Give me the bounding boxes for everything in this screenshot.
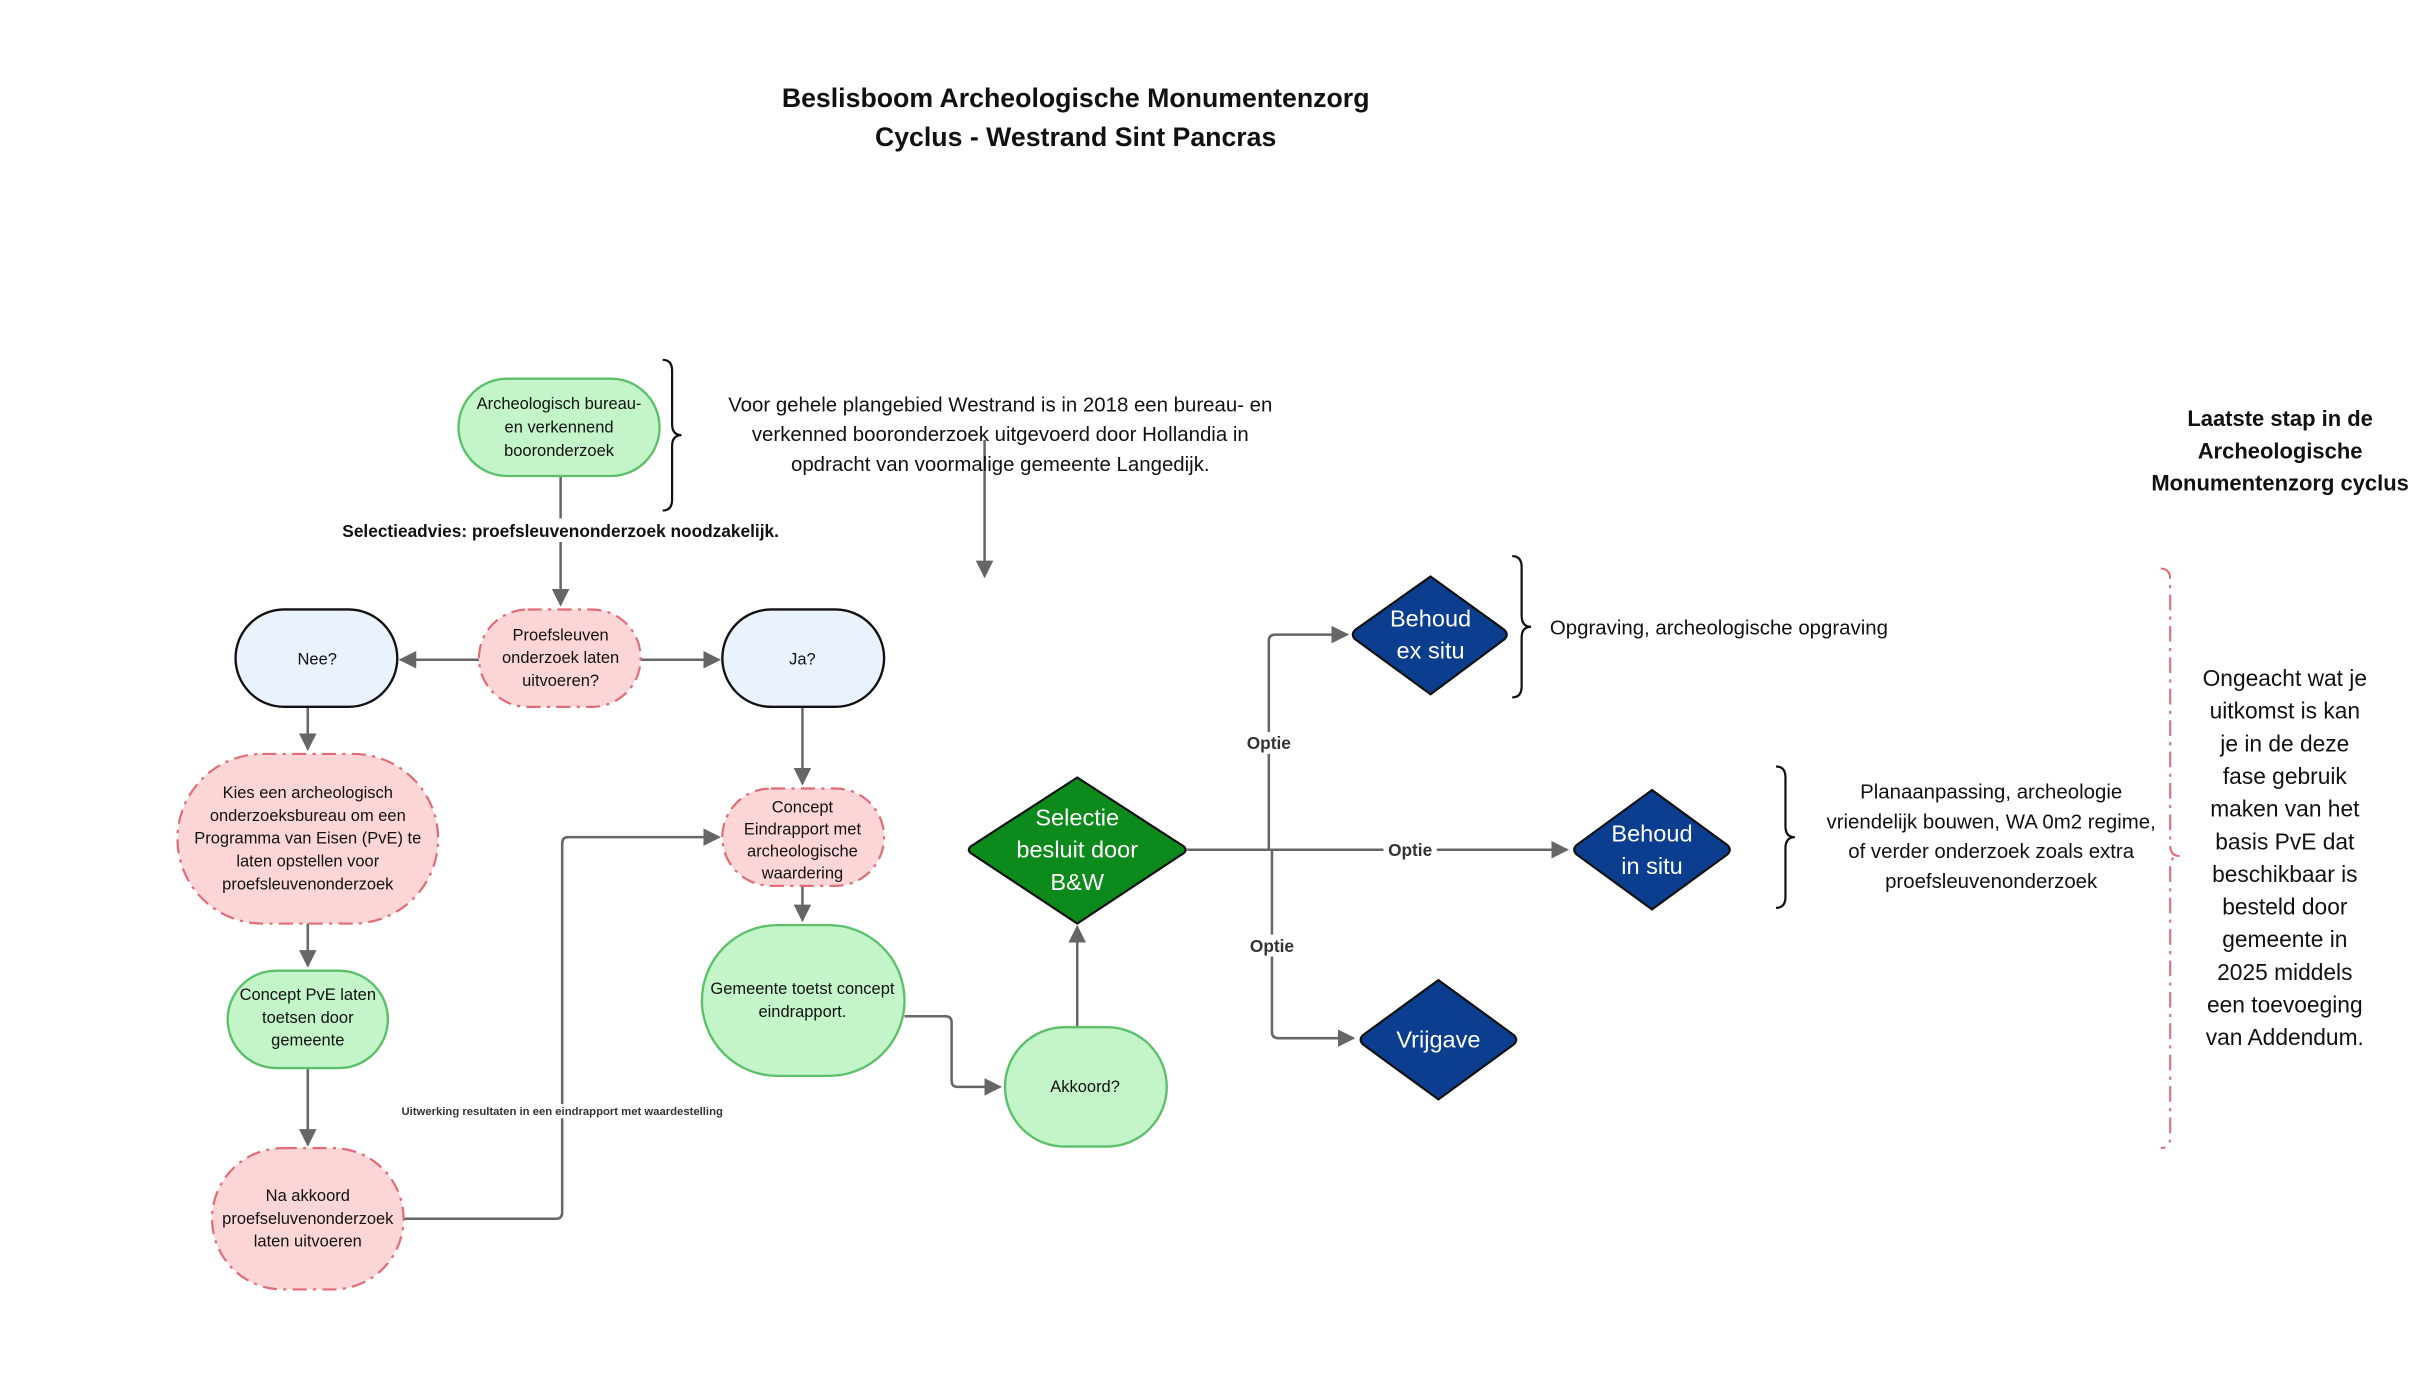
text-line: Opgraving, archeologische opgraving [1550,617,1888,639]
text-line: Proefsleuven [513,626,609,644]
connector-gemeente-to-akkoord [904,1014,1003,1096]
label-selectieadvies: Selectieadvies: proefsleuvenonderzoek no… [342,521,779,541]
text-line: proefsleuvenonderzoek [1885,871,2098,893]
text-line: je in de deze [2219,730,2349,756]
connector-selectie-to-ex-situ [1267,625,1350,850]
node-nee[interactable]: Nee? [234,608,399,709]
text-line: Concept PvE laten [240,986,376,1004]
label-optie-bottom: Optie [1250,936,1295,956]
text-line: of verder onderzoek zoals extra [1848,841,2134,863]
text-line: Monumentenzorg cyclus [2151,471,2409,496]
text-line: Behoud [1611,821,1692,847]
text-line: van Addendum. [2206,1024,2364,1050]
text-line: eindrapport. [758,1003,846,1021]
text-line: toetsen door [262,1009,354,1027]
label-optie-top-bg [1240,731,1298,754]
title-line-2: Cyclus - Westrand Sint Pancras [875,122,1276,152]
label-optie-bottom-bg [1243,934,1301,957]
text-line: Gemeente toetst concept [710,980,894,998]
outcome-behoud-in-situ[interactable]: Behoud in situ [1573,788,1731,911]
node-concept-pve[interactable]: Concept PvE laten toetsen door gemeente [226,969,390,1070]
text-line: Planaanpassing, archeologie [1860,781,2122,803]
text-line: Kies een archeologisch [223,784,393,802]
text-line: proefsleuvenonderzoek [222,875,394,893]
outcome-vrijgave[interactable]: Vrijgave [1359,978,1518,1101]
text-line: Vrijgave [1396,1027,1480,1053]
node-proefsleuven[interactable]: Proefsleuven onderzoek laten uitvoeren? [477,608,642,708]
text-line: Ongeacht wat je [2203,665,2367,691]
text-line: Concept [772,798,834,816]
title-line-1: Beslisboom Archeologische Monumentenzorg [782,83,1370,113]
text-line: laten uitvoeren [254,1233,362,1251]
node-kies-bureau[interactable]: Kies een archeologisch onderzoeksbureau o… [176,752,440,925]
text-line: Na akkoord [266,1187,350,1205]
text-line: Akkoord? [1050,1078,1120,1096]
text-line: Programma van Eisen (PvE) te [194,830,421,848]
text-line: B&W [1050,869,1104,895]
text-line: Eindrapport met [744,820,862,838]
node-na-akkoord[interactable]: Na akkoord proefseluvenonderzoek laten uit… [210,1147,405,1291]
text-line: Ja? [789,651,816,669]
connector-na-akkoord-to-eindrapport [403,828,721,1221]
text-line: proefseluvenonderzoek [222,1210,394,1228]
text-line: Laatste stap in de [2187,406,2373,431]
text-line: archeologische [747,842,858,860]
text-line: ex situ [1397,638,1465,664]
text-line: een toevoeging [2207,992,2363,1018]
note-ex-situ: Opgraving, archeologische opgraving [1550,617,1888,639]
text-line: fase gebruik [2223,763,2348,789]
text-line: waardering [761,864,843,882]
text-line: 2025 middels [2217,959,2352,985]
text-line: booronderzoek [504,442,615,460]
text-line: uitkomst is kan [2210,698,2360,724]
text-line: beschikbaar is [2212,861,2357,887]
text-line: Archeologisch bureau- [477,395,642,413]
brace-in-situ [1775,765,1795,909]
connectors [298,439,1569,1221]
text-line: opdracht van voormalige gemeente Langedi… [791,454,1210,476]
text-line: besteld door [2222,894,2348,920]
text-line: Archeologische [2198,438,2363,463]
note-in-situ: Planaanpassing, archeologie vriendelijk b… [1827,781,2156,893]
text-line: gemeente [271,1032,344,1050]
label-optie-top: Optie [1247,733,1292,753]
connector-selectie-to-vrijgave [1270,849,1356,1047]
label-selectieadvies-bg [321,518,801,542]
text-line: onderzoeksbureau om een [210,807,406,825]
text-line: Nee? [298,651,337,669]
label-uitwerking: Uitwerking resultaten in een eindrapport… [401,1106,723,1118]
text-line: uitvoeren? [522,672,599,690]
text-line: in situ [1621,853,1683,879]
text-line: gemeente in [2222,926,2347,952]
side-panel-title: Laatste stap in de ArcheologischeMonument… [2151,406,2409,495]
text-line: besluit door [1016,837,1138,863]
text-line: Behoud [1390,606,1471,632]
outcome-behoud-ex-situ[interactable]: Behoud ex situ [1351,575,1508,696]
text-line: en verkennend [505,418,614,436]
brace-ex-situ [1512,554,1532,699]
node-gemeente-toetst[interactable]: Gemeente toetst concept eindrapport. [700,923,906,1078]
text-line: verkenned booronderzoek uitgevoerd door … [752,424,1249,446]
node-akkoord[interactable]: Akkoord? [1003,1026,1168,1148]
text-line: basis PvE dat [2215,828,2355,854]
brace-bureau [662,358,682,512]
side-panel-text: Ongeacht wat je uitkomst is kan je in de d… [2203,665,2367,1050]
text-line: Selectie [1035,805,1119,831]
node-ja[interactable]: Ja? [721,608,886,709]
label-optie-middle-bg [1383,838,1437,861]
label-optie-middle: Optie [1388,840,1433,860]
label-uitwerking-bg [395,1104,729,1119]
brace-side-panel [2160,567,2180,1150]
text-line: onderzoek laten [502,649,619,667]
note-westrand: Voor gehele plangebied Westrand is in 20… [728,394,1272,476]
text-line: vriendelijk bouwen, WA 0m2 regime, [1827,811,2156,833]
text-line: Voor gehele plangebied Westrand is in 20… [728,394,1272,416]
text-line: laten opstellen voor [236,853,379,871]
page-title: Beslisboom Archeologische Monumentenzorg… [782,83,1370,152]
text-line: maken van het [2210,796,2360,822]
node-bureauonderzoek[interactable]: Archeologisch bureau-en verkennend booron… [457,377,661,478]
